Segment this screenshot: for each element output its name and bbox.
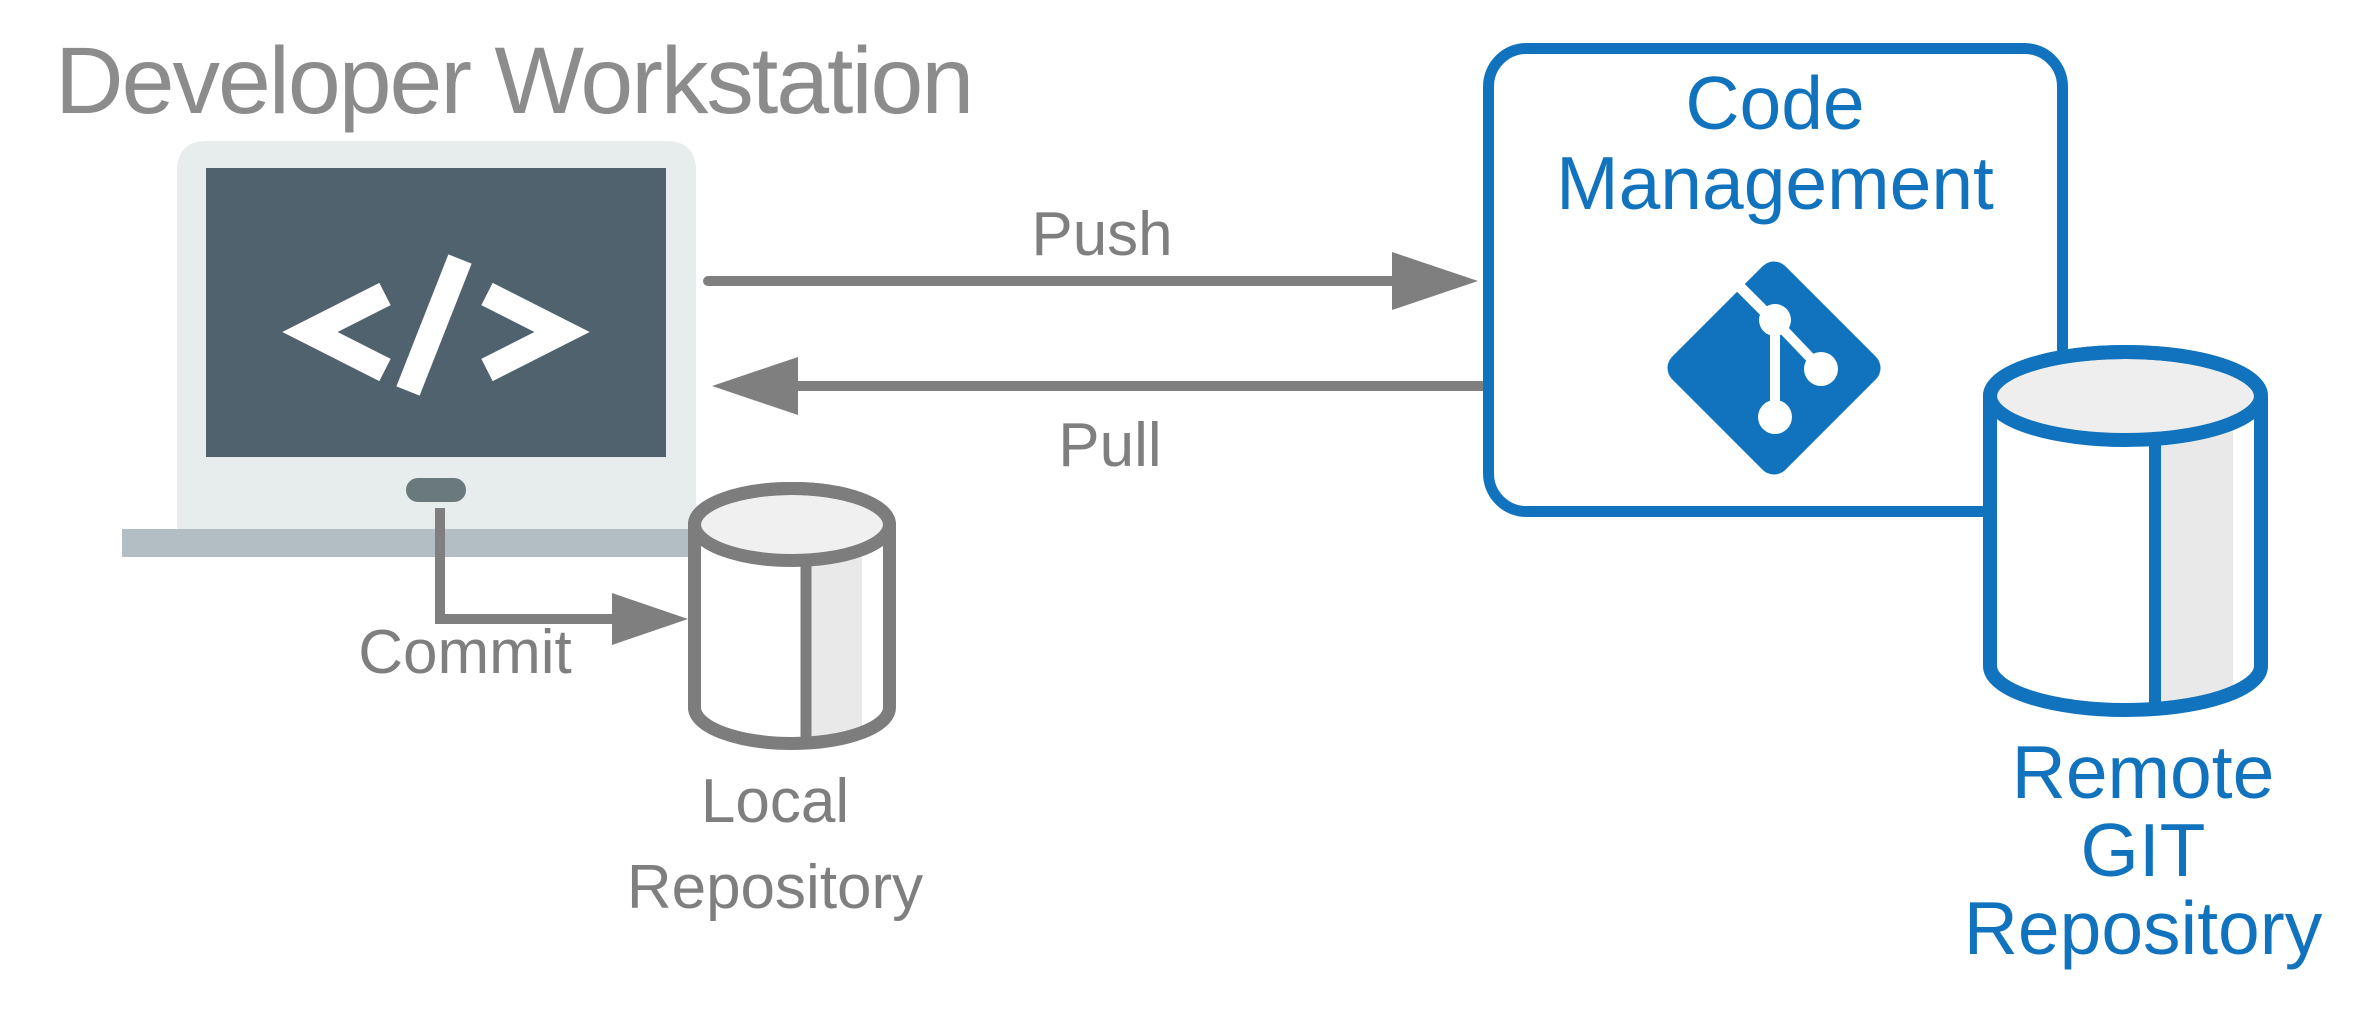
- code-brackets-icon: [282, 254, 590, 396]
- pull-arrow: [712, 357, 1483, 415]
- laptop-pill: [406, 478, 466, 502]
- local-repository-label-line1: Local: [700, 767, 850, 836]
- pull-arrow-label: Pull: [1058, 411, 1162, 480]
- local-repository-label: Local Repository: [627, 759, 923, 931]
- database-cylinder-icon-blue: [1983, 345, 2268, 717]
- diagram-title: Developer Workstation: [55, 28, 974, 134]
- push-arrowhead: [1392, 252, 1478, 310]
- commit-arrow-label: Commit: [358, 618, 572, 687]
- remote-repository-label-line3: Repository: [1963, 886, 2323, 970]
- remote-repository-label-line1: Remote: [2011, 730, 2275, 814]
- pull-arrowhead: [712, 357, 798, 415]
- database-cylinder-icon-gray: [688, 482, 896, 750]
- git-logo-icon: [1667, 261, 1881, 475]
- remote-repository-label: Remote GIT Repository: [1964, 733, 2322, 967]
- push-arrow: [703, 252, 1478, 310]
- code-management-label-line1: Code: [1685, 61, 1865, 145]
- remote-repository-label-line2: GIT: [2080, 808, 2206, 892]
- commit-arrowhead: [612, 593, 688, 645]
- local-repository-label-line2: Repository: [626, 853, 924, 922]
- code-management-label: Code Management: [1556, 63, 1994, 223]
- push-arrow-label: Push: [1031, 200, 1173, 269]
- laptop-icon: [177, 141, 696, 529]
- code-management-label-line2: Management: [1556, 141, 1994, 225]
